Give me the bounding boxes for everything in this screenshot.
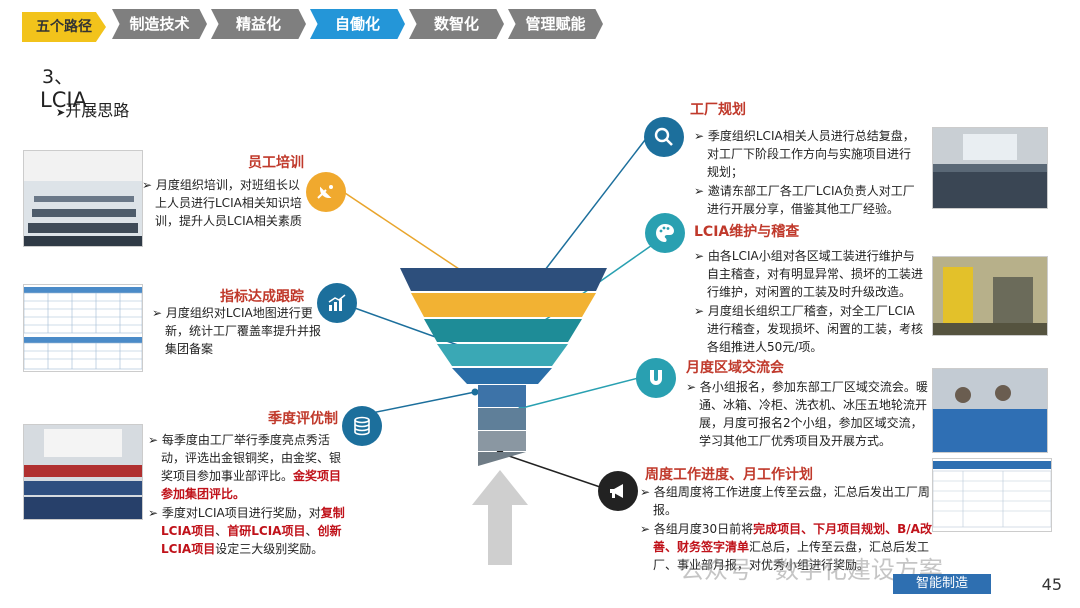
database-icon bbox=[342, 406, 382, 446]
exchange-title: 月度区域交流会 bbox=[686, 360, 784, 376]
bullet-text: 月度组织培训，对班组长以上人员进行LCIA相关知识培训，提升人员LCIA相关素质 bbox=[155, 178, 302, 228]
quarterly-title: 季度评优制 bbox=[268, 411, 338, 427]
search-icon bbox=[644, 117, 684, 157]
arrow-bullet-icon: ➢ bbox=[694, 304, 708, 318]
arrow-bullet-icon: ➢ bbox=[686, 380, 700, 394]
bullet-text: 每季度由工厂举行季度亮点秀活动，评选出金银铜奖，由金奖、银奖项目参加事业部评比。 bbox=[161, 433, 342, 483]
arrow-bullet-icon: ➢ bbox=[142, 178, 156, 192]
quarterly-body: ➢ 每季度由工厂举行季度亮点秀活动，评选出金银铜奖，由金奖、银奖项目参加事业部评… bbox=[148, 431, 348, 559]
arrow-bullet-icon: ➢ bbox=[148, 506, 162, 520]
maintenance-body: ➢ 由各LCIA小组对各区域工装进行维护与自主稽查，对有明显异常、损坏的工装进行… bbox=[694, 247, 924, 357]
arrow-bullet-icon: ➢ bbox=[694, 184, 708, 198]
magnet-icon bbox=[636, 358, 676, 398]
exchange-photo bbox=[932, 368, 1048, 453]
nav-home-tab[interactable]: 五个路径 bbox=[22, 12, 106, 42]
bullet-text: 季度组织LCIA相关人员进行总结复盘，对工厂下阶段工作方向与实施项目进行规划； bbox=[707, 129, 915, 179]
funnel-stem-1 bbox=[478, 385, 526, 407]
highlight-text: 首研LCIA项目 bbox=[227, 524, 306, 538]
bullet-text: 邀请东部工厂各工厂LCIA负责人对工厂进行开展分享，借鉴其他工厂经验。 bbox=[707, 184, 915, 216]
factory-plan-body: ➢ 季度组织LCIA相关人员进行总结复盘，对工厂下阶段工作方向与实施项目进行规划… bbox=[694, 127, 922, 219]
section-number: 3、 bbox=[42, 66, 74, 88]
bullet-text: 各组月度30日前将 bbox=[653, 522, 754, 536]
bullet-text: 、 bbox=[305, 524, 318, 538]
tracking-body: ➢ 月度组织对LCIA地图进行更新，统计工厂覆盖率提升并报集团备案 bbox=[152, 304, 322, 359]
training-title: 员工培训 bbox=[248, 155, 304, 171]
footer-tag: 智能制造 bbox=[893, 574, 991, 594]
exchange-body: ➢ 各小组报名，参加东部工厂区域交流会。暖通、冰箱、冷柜、洗衣机、冰压五地轮流开… bbox=[686, 378, 930, 451]
quarterly-photo bbox=[23, 424, 143, 520]
up-arrow-icon bbox=[472, 470, 528, 565]
nav-tab-digital[interactable]: 数智化 bbox=[409, 9, 504, 39]
arrow-bullet-icon: ➢ bbox=[152, 306, 166, 320]
tracking-table-image bbox=[23, 284, 143, 372]
training-body: ➢ 月度组织培训，对班组长以上人员进行LCIA相关知识培训，提升人员LCIA相关… bbox=[142, 176, 308, 231]
weekly-plan-title: 周度工作进度、月工作计划 bbox=[645, 467, 813, 483]
bullet-item: ➢ 季度对LCIA项目进行奖励，对复制LCIA项目、首研LCIA项目、创新LCI… bbox=[148, 504, 348, 558]
funnel-stem-3 bbox=[478, 431, 526, 451]
tracking-title: 指标达成跟踪 bbox=[220, 289, 304, 305]
triangle-bullet-icon: ➤ bbox=[56, 106, 66, 119]
funnel-tip bbox=[478, 452, 526, 466]
page-number: 45 bbox=[1041, 575, 1062, 594]
factory-plan-title: 工厂规划 bbox=[690, 102, 746, 118]
bullet-text: 由各LCIA小组对各区域工装进行维护与自主稽查，对有明显异常、损坏的工装进行维护… bbox=[707, 249, 924, 299]
bullet-text: 设定三大级别奖励。 bbox=[215, 542, 324, 556]
funnel-layers bbox=[400, 268, 607, 466]
highlight-text: 完成项目、下月项目规划、B/A改善、财务签字清单 bbox=[653, 522, 932, 554]
section-subtitle: ➤开展思路 bbox=[56, 101, 130, 120]
arrow-bullet-icon: ➢ bbox=[694, 129, 708, 143]
highlight-text: 创新LCIA项目 bbox=[161, 524, 342, 556]
nav-tab-lean[interactable]: 精益化 bbox=[211, 9, 306, 39]
funnel-layer-1 bbox=[400, 268, 607, 291]
bullet-item: ➢ 由各LCIA小组对各区域工装进行维护与自主稽查，对有明显异常、损坏的工装进行… bbox=[694, 247, 924, 301]
bullet-text: 月度组长组织工厂稽查，对全工厂LCIA进行稽查，发现损坏、闲置的工装，考核各组推… bbox=[707, 304, 924, 354]
bullet-item: ➢ 各小组报名，参加东部工厂区域交流会。暖通、冰箱、冷柜、洗衣机、冰压五地轮流开… bbox=[686, 378, 930, 450]
megaphone-icon bbox=[598, 471, 638, 511]
arrow-bullet-icon: ➢ bbox=[148, 433, 162, 447]
bullet-item: ➢ 每季度由工厂举行季度亮点秀活动，评选出金银铜奖，由金奖、银奖项目参加事业部评… bbox=[148, 431, 348, 503]
nav-tab-automation[interactable]: 自働化 bbox=[310, 9, 405, 39]
weekly-report-image bbox=[932, 458, 1052, 532]
highlight-text: 金奖项目参加集团评比。 bbox=[161, 469, 342, 501]
weekly-plan-body: ➢ 各组周度将工作进度上传至云盘，汇总后发出工厂周报。➢ 各组月度30日前将完成… bbox=[640, 483, 932, 575]
maintenance-title: LCIA维护与稽查 bbox=[694, 224, 800, 240]
bullet-item: ➢ 邀请东部工厂各工厂LCIA负责人对工厂进行开展分享，借鉴其他工厂经验。 bbox=[694, 182, 922, 218]
bar-chart-icon bbox=[317, 283, 357, 323]
bullet-text: 汇总后，上传至云盘，汇总后发工厂、事业部月报，对优秀小组进行奖励。 bbox=[653, 540, 930, 572]
nav-tab-management[interactable]: 管理赋能 bbox=[508, 9, 603, 39]
funnel-layer-3 bbox=[424, 319, 582, 342]
arrow-bullet-icon: ➢ bbox=[640, 522, 654, 536]
arrow-bullet-icon: ➢ bbox=[640, 485, 654, 499]
bullet-item: ➢ 各组周度将工作进度上传至云盘，汇总后发出工厂周报。 bbox=[640, 483, 932, 519]
maintenance-photo bbox=[932, 256, 1048, 336]
section-name: LCIA bbox=[40, 88, 87, 112]
bullet-item: ➢ 季度组织LCIA相关人员进行总结复盘，对工厂下阶段工作方向与实施项目进行规划… bbox=[694, 127, 922, 181]
bullet-text: 季度对LCIA项目进行奖励，对 bbox=[161, 506, 321, 520]
bullet-item: ➢ 月度组织对LCIA地图进行更新，统计工厂覆盖率提升并报集团备案 bbox=[152, 304, 322, 358]
funnel-layer-4 bbox=[437, 344, 568, 366]
training-photo bbox=[23, 150, 143, 247]
nav-tab-manufacturing[interactable]: 制造技术 bbox=[112, 9, 207, 39]
arrow-bullet-icon: ➢ bbox=[694, 249, 708, 263]
bullet-text: 、 bbox=[215, 524, 228, 538]
funnel-layer-5 bbox=[452, 368, 552, 384]
bullet-text: 各组周度将工作进度上传至云盘，汇总后发出工厂周报。 bbox=[653, 485, 930, 517]
bullet-text: 月度组织对LCIA地图进行更新，统计工厂覆盖率提升并报集团备案 bbox=[165, 306, 322, 356]
funnel-layer-2 bbox=[411, 293, 596, 317]
bullet-text: 各小组报名，参加东部工厂区域交流会。暖通、冰箱、冷柜、洗衣机、冰压五地轮流开展，… bbox=[699, 380, 928, 448]
funnel-stem-2 bbox=[478, 408, 526, 430]
palette-icon bbox=[645, 213, 685, 253]
factory-plan-photo bbox=[932, 127, 1048, 209]
highlight-text: 复制LCIA项目 bbox=[161, 506, 345, 538]
bullet-item: ➢ 月度组织培训，对班组长以上人员进行LCIA相关知识培训，提升人员LCIA相关… bbox=[142, 176, 308, 230]
bullet-item: ➢ 各组月度30日前将完成项目、下月项目规划、B/A改善、财务签字清单汇总后，上… bbox=[640, 520, 932, 574]
bullet-item: ➢ 月度组长组织工厂稽查，对全工厂LCIA进行稽查，发现损坏、闲置的工装，考核各… bbox=[694, 302, 924, 356]
satellite-dish-icon bbox=[306, 172, 346, 212]
